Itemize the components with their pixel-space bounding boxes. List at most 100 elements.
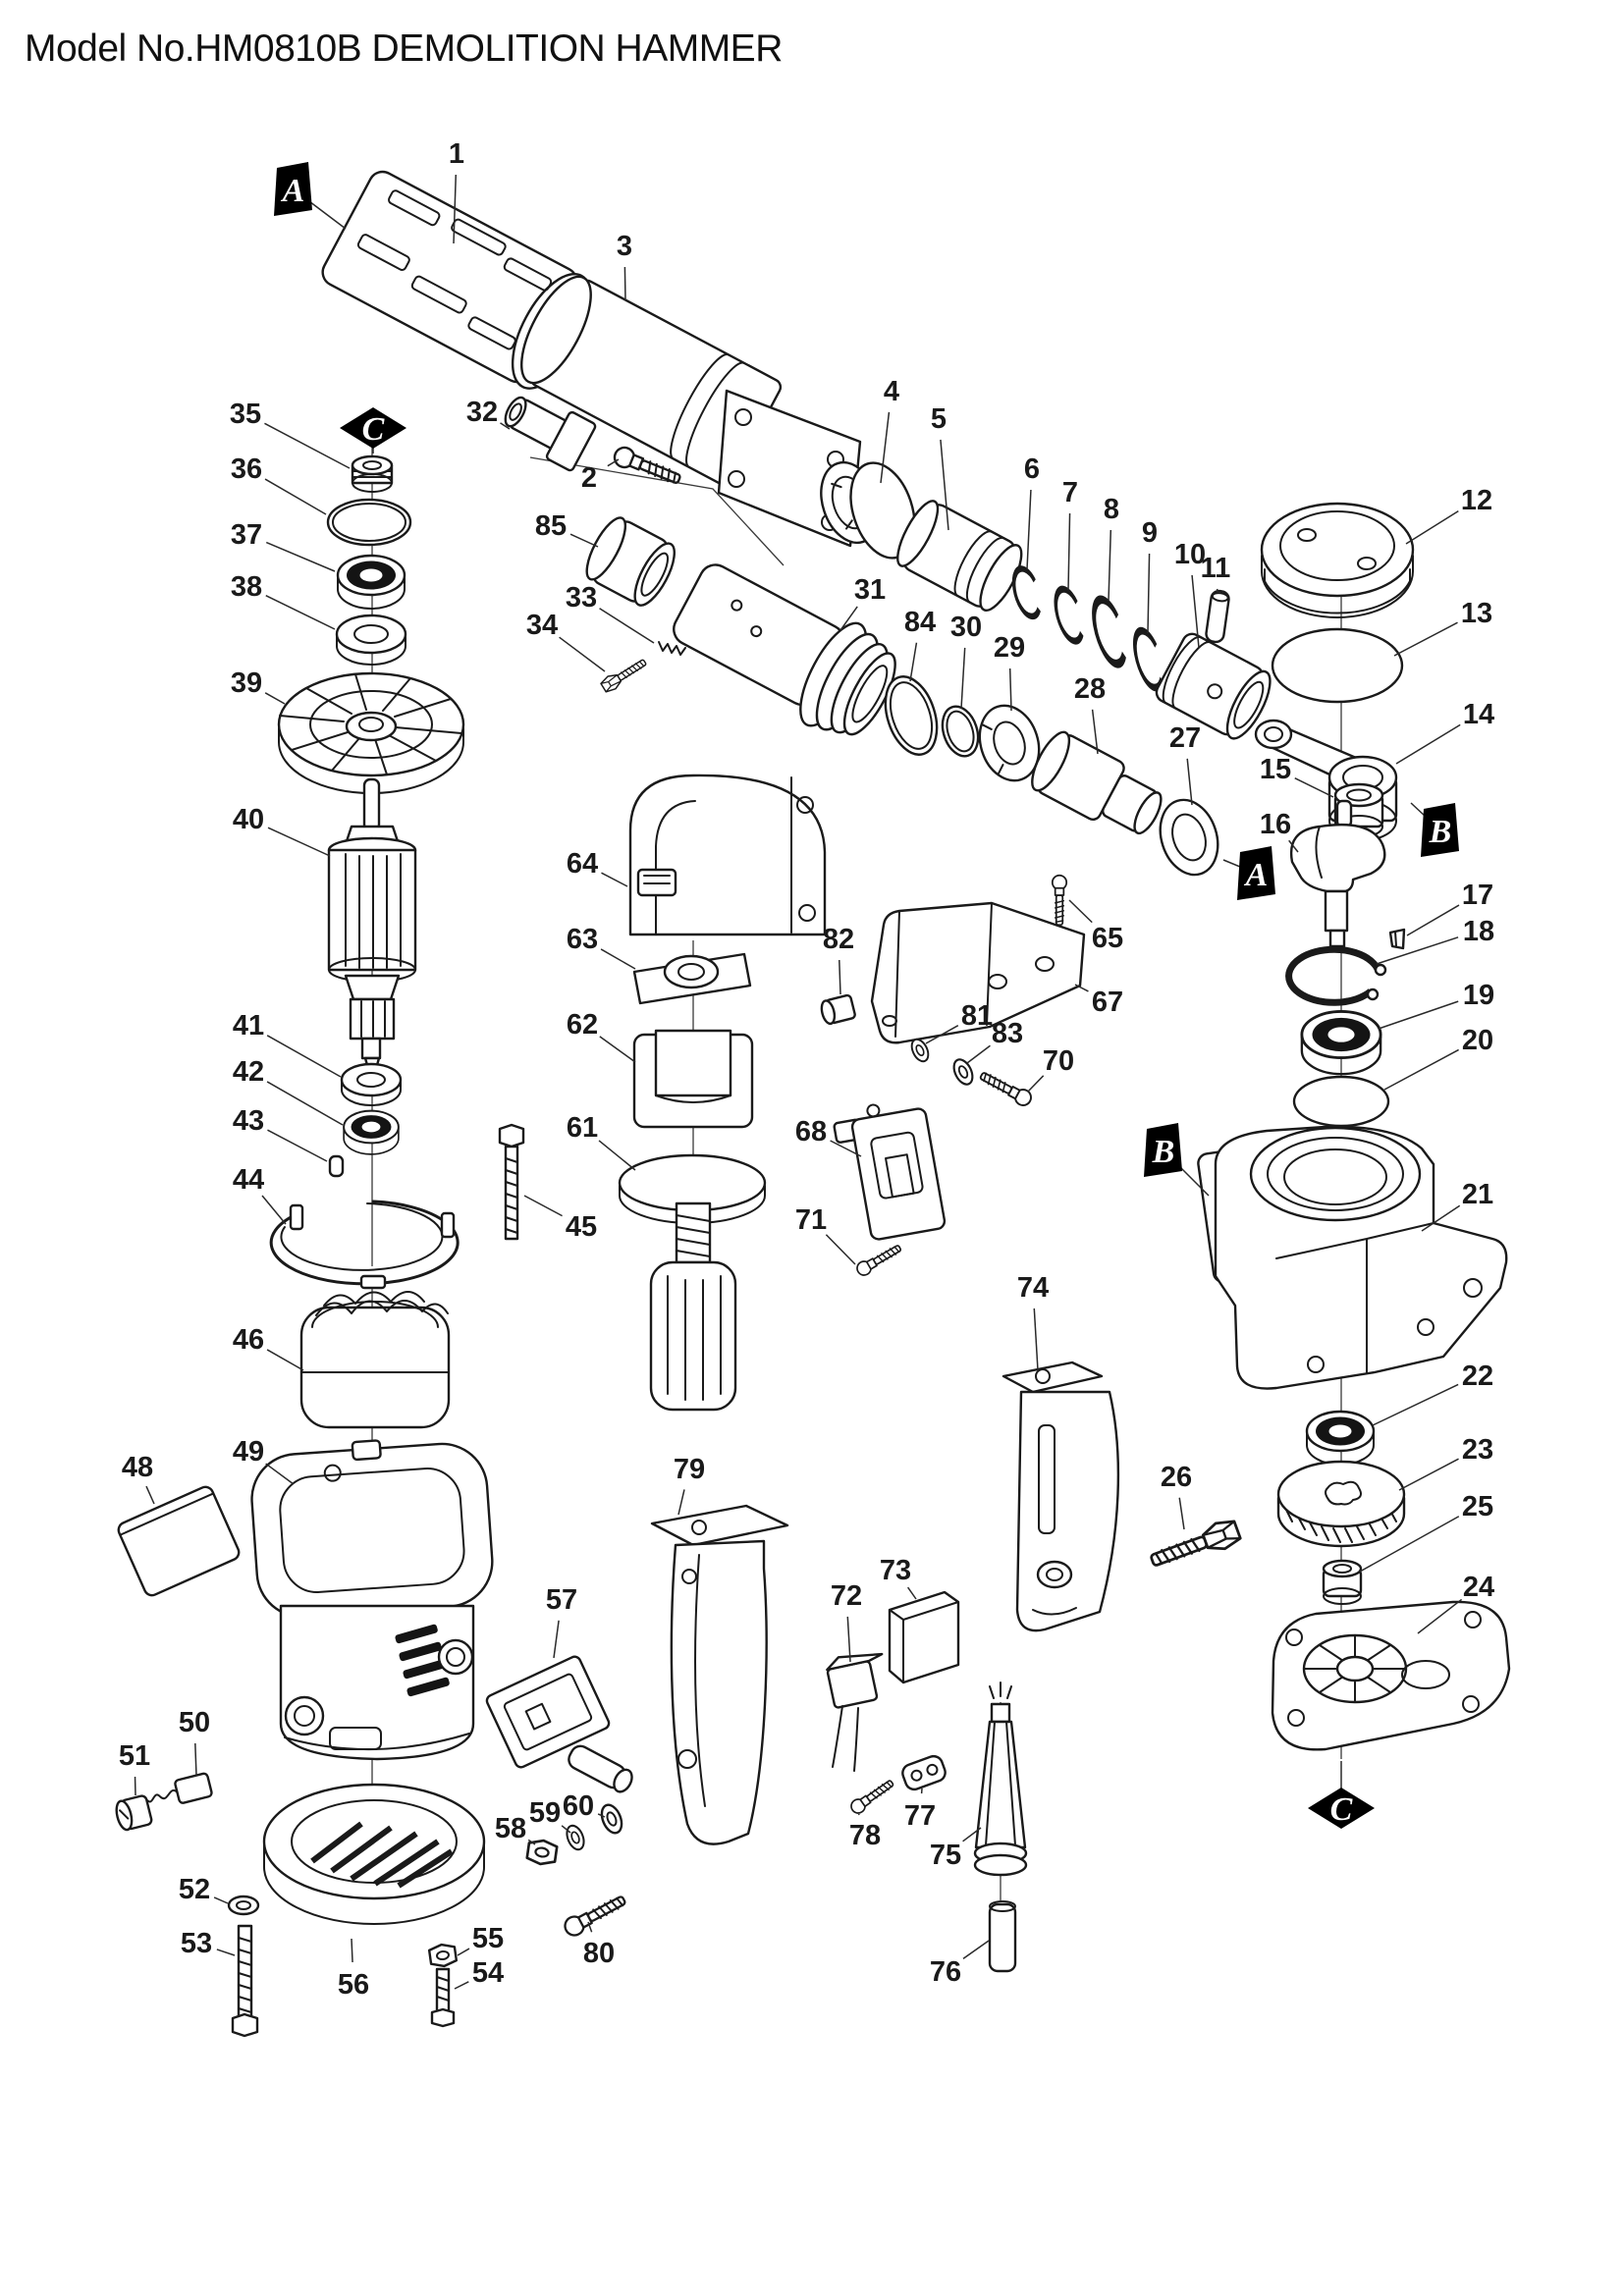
part-21-crank-housing bbox=[1197, 1125, 1508, 1390]
part-number-label: 81 bbox=[961, 1000, 993, 1032]
leader-line bbox=[962, 1827, 982, 1842]
part-number-label: 74 bbox=[1017, 1272, 1049, 1304]
leader-line bbox=[907, 1586, 917, 1600]
marker-letter: A bbox=[281, 173, 305, 209]
callout-1: 1 bbox=[449, 138, 464, 244]
callout-19: 19 bbox=[1378, 980, 1494, 1030]
part-35-cap bbox=[351, 454, 394, 493]
callout-65: 65 bbox=[1068, 899, 1123, 954]
callout-8: 8 bbox=[1104, 494, 1119, 602]
part-41-washer bbox=[340, 1062, 403, 1106]
leader-line bbox=[266, 1349, 304, 1371]
marker-box bbox=[1144, 1123, 1182, 1177]
part-85-cap bbox=[585, 516, 676, 607]
marker-box bbox=[340, 407, 406, 449]
callout-50: 50 bbox=[179, 1707, 210, 1777]
part-67-bracket bbox=[870, 901, 1086, 1044]
leader-line bbox=[267, 1129, 328, 1162]
callout-85: 85 bbox=[535, 510, 599, 548]
part-number-label: 54 bbox=[472, 1957, 504, 1989]
leader-line bbox=[454, 1981, 469, 1990]
part-number-label: 70 bbox=[1043, 1045, 1074, 1077]
callout-61: 61 bbox=[567, 1112, 636, 1171]
callout-7: 7 bbox=[1062, 477, 1078, 591]
part-number-label: 6 bbox=[1024, 454, 1040, 485]
callout-25: 25 bbox=[1359, 1491, 1493, 1573]
part-65-screw bbox=[1051, 874, 1068, 927]
callout-81: 81 bbox=[925, 1000, 993, 1044]
part-number-label: 11 bbox=[1201, 553, 1231, 584]
callout-80: 80 bbox=[583, 1921, 615, 1969]
part-51-brush-cap bbox=[115, 1794, 153, 1832]
part-number-label: 85 bbox=[535, 510, 567, 542]
part-39-fan bbox=[277, 671, 465, 794]
leader-line bbox=[830, 1140, 862, 1157]
callout-29: 29 bbox=[994, 632, 1025, 712]
part-number-label: 3 bbox=[617, 231, 632, 262]
callout-40: 40 bbox=[233, 804, 331, 857]
leader-line bbox=[960, 647, 966, 710]
callout-16: 16 bbox=[1260, 809, 1299, 853]
leader-line bbox=[1067, 512, 1071, 591]
part-number-label: 72 bbox=[831, 1580, 862, 1612]
leader-line bbox=[607, 458, 620, 467]
leader-line bbox=[1068, 899, 1093, 924]
leader-line bbox=[599, 608, 655, 644]
leader-line bbox=[1383, 1048, 1459, 1091]
leader-line bbox=[1378, 1000, 1459, 1030]
callout-32: 32 bbox=[466, 397, 511, 430]
leader-line bbox=[265, 594, 336, 630]
leader-line bbox=[1108, 529, 1112, 602]
leader-line bbox=[597, 1813, 606, 1818]
part-84-oring bbox=[884, 675, 939, 756]
part-38-washer bbox=[335, 614, 407, 666]
part-18-circlip bbox=[1285, 945, 1387, 1006]
leader-line bbox=[264, 692, 286, 705]
part-72-capacitor bbox=[826, 1652, 884, 1772]
part-45-bolt bbox=[498, 1123, 525, 1241]
part-48-baffle-plate bbox=[117, 1485, 241, 1597]
part-number-label: 32 bbox=[466, 397, 498, 428]
leader-line bbox=[1372, 1383, 1459, 1426]
part-82-insulator bbox=[820, 993, 856, 1026]
part-number-label: 61 bbox=[567, 1112, 598, 1144]
part-56-rear-cover bbox=[262, 1783, 486, 1925]
assembly-marker-a: A bbox=[1222, 846, 1275, 900]
part-number-label: 23 bbox=[1462, 1434, 1493, 1466]
leader-line bbox=[623, 266, 626, 301]
leader-line bbox=[966, 1044, 991, 1064]
leader-line bbox=[1393, 621, 1458, 657]
part-34-bolt bbox=[598, 655, 650, 695]
leader-line bbox=[1008, 667, 1012, 712]
part-6-ring bbox=[1009, 566, 1044, 619]
callout-64: 64 bbox=[567, 848, 628, 887]
callout-37: 37 bbox=[231, 519, 336, 572]
part-number-label: 21 bbox=[1462, 1179, 1493, 1210]
callout-9: 9 bbox=[1142, 517, 1158, 634]
part-78-screw bbox=[847, 1776, 897, 1817]
part-number-label: 4 bbox=[884, 376, 899, 407]
callout-2: 2 bbox=[581, 458, 620, 494]
callout-75: 75 bbox=[930, 1827, 982, 1871]
part-43-pin bbox=[328, 1154, 345, 1178]
part-number-label: 73 bbox=[880, 1555, 911, 1586]
leader-line bbox=[216, 1949, 236, 1956]
callout-4: 4 bbox=[880, 376, 899, 484]
leader-line bbox=[523, 1195, 563, 1217]
part-60-washer bbox=[596, 1800, 627, 1838]
callout-18: 18 bbox=[1376, 916, 1494, 965]
leader-line bbox=[527, 1839, 536, 1845]
part-80-screw bbox=[561, 1890, 629, 1940]
callout-71: 71 bbox=[795, 1204, 856, 1265]
part-number-label: 1 bbox=[449, 138, 464, 170]
callout-10: 10 bbox=[1174, 539, 1206, 649]
callout-30: 30 bbox=[950, 612, 982, 710]
part-13-gasket bbox=[1271, 627, 1404, 704]
callout-73: 73 bbox=[880, 1555, 917, 1600]
callout-36: 36 bbox=[231, 454, 327, 515]
callout-58: 58 bbox=[495, 1813, 536, 1845]
leader-line bbox=[194, 1742, 197, 1777]
part-52-washer bbox=[227, 1895, 260, 1916]
callout-67: 67 bbox=[1074, 984, 1123, 1018]
part-number-label: 40 bbox=[233, 804, 264, 835]
